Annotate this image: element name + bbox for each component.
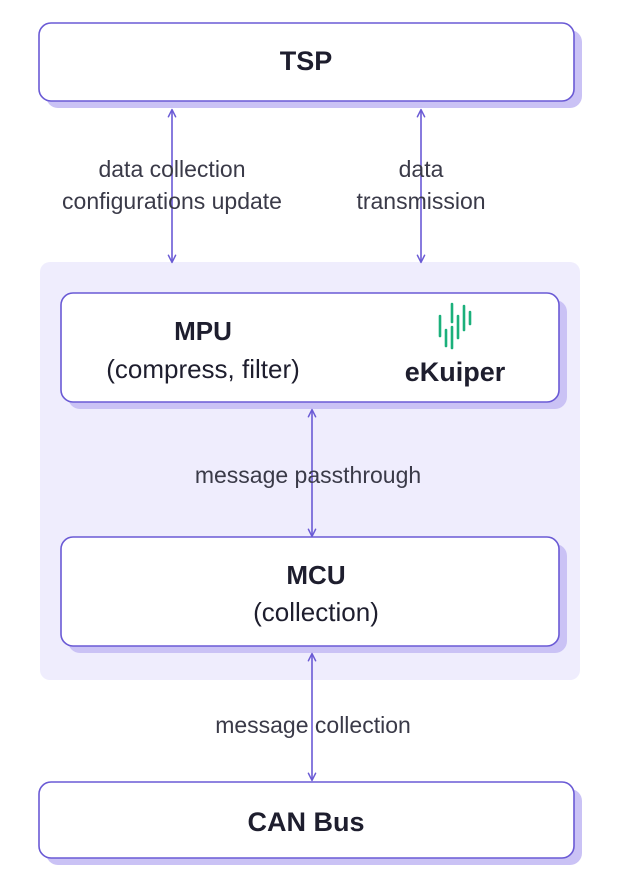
ekuiper-bars-icon <box>438 302 472 350</box>
label-tsp-right: data transmission <box>356 156 485 214</box>
label-tsp-right-line1: data <box>399 156 444 182</box>
label-mpu-mcu: message passthrough <box>195 462 421 488</box>
tsp-title: TSP <box>280 46 333 76</box>
label-mcu-can: message collection <box>215 712 411 738</box>
mpu-title: MPU <box>174 316 232 346</box>
mcu-subtitle: (collection) <box>253 597 379 627</box>
tsp-box: TSP <box>38 22 582 108</box>
mcu-title: MCU <box>286 560 345 590</box>
mpu-box: MPU (compress, filter) eKuiper <box>60 292 567 409</box>
can-bus-title: CAN Bus <box>247 807 364 837</box>
mcu-box: MCU (collection) <box>60 536 567 653</box>
label-tsp-left-line1: data collection <box>98 156 245 182</box>
mpu-subtitle: (compress, filter) <box>106 354 300 384</box>
ekuiper-logo-text: eKuiper <box>405 357 506 387</box>
label-tsp-right-line2: transmission <box>356 188 485 214</box>
label-tsp-left: data collection configurations update <box>62 156 282 214</box>
can-bus-box: CAN Bus <box>38 781 582 865</box>
label-tsp-left-line2: configurations update <box>62 188 282 214</box>
